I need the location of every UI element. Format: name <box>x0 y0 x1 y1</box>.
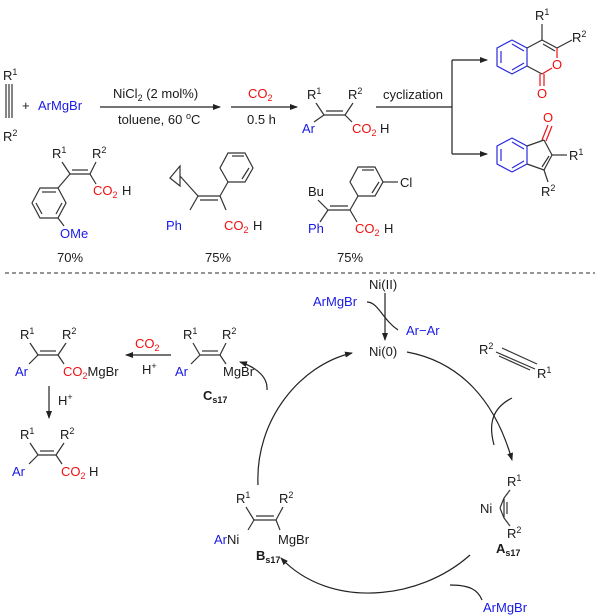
example-3: Bu Ph CO2 H Cl 75% <box>308 166 412 265</box>
svg-text:R2: R2 <box>62 326 76 342</box>
indenone-product: O R1 R2 <box>496 110 583 199</box>
step2-time: 0.5 h <box>247 112 276 127</box>
svg-text:R2: R2 <box>92 145 106 161</box>
example-1: R1 R2 CO2 H OMe 70% <box>31 145 131 265</box>
alkyne-reactant: R1 R2 <box>3 67 17 144</box>
carboxylate-salt: R1 R2 Ar CO2MgBr <box>15 326 119 381</box>
alkyne-substrate: R2 R1 <box>479 341 551 381</box>
svg-text:R2: R2 <box>222 326 236 342</box>
svg-text:Bs17: Bs17 <box>256 548 280 565</box>
svg-text:Ar: Ar <box>302 121 316 136</box>
svg-text:H+: H+ <box>142 361 157 377</box>
svg-text:Ar: Ar <box>12 464 26 479</box>
svg-text:CO2: CO2 <box>355 221 380 238</box>
svg-text:Bu: Bu <box>308 184 324 199</box>
svg-text:OMe: OMe <box>60 226 88 241</box>
cyclization-label: cyclization <box>383 87 443 102</box>
svg-text:R1: R1 <box>537 365 551 381</box>
alkyne-r2-label: R2 <box>3 128 17 144</box>
svg-text:R2: R2 <box>348 86 362 102</box>
svg-text:MgBr: MgBr <box>223 364 255 379</box>
svg-text:H: H <box>253 218 262 233</box>
step1-catalyst: NiCl2 (2 mol%) <box>113 86 198 103</box>
svg-text:CO2: CO2 <box>352 121 377 138</box>
example-2: Ph CO2 H 75% <box>166 152 262 265</box>
svg-text:R2: R2 <box>507 525 521 541</box>
svg-text:R2: R2 <box>541 183 555 199</box>
acrylic-acid-product: R1 R2 Ar CO2 H <box>302 86 389 138</box>
svg-text:R2: R2 <box>479 341 493 357</box>
svg-text:R1: R1 <box>52 145 66 161</box>
svg-text:CO2MgBr: CO2MgBr <box>63 364 119 381</box>
svg-text:Ar: Ar <box>175 364 189 379</box>
svg-text:R1: R1 <box>236 490 250 506</box>
svg-text:R1: R1 <box>20 326 34 342</box>
grignard-reagent: ArMgBr <box>38 98 83 113</box>
svg-text:H: H <box>384 221 393 236</box>
svg-text:H: H <box>89 464 98 479</box>
svg-text:R1: R1 <box>307 86 321 102</box>
protonation-label: H+ <box>58 392 73 408</box>
svg-text:O: O <box>552 57 562 72</box>
svg-text:R1: R1 <box>535 7 549 23</box>
alkyne-r1-label: R1 <box>3 67 17 83</box>
svg-text:R1: R1 <box>20 426 34 442</box>
isocoumarin-product: R1 R2 O O <box>496 7 586 101</box>
svg-text:CO2: CO2 <box>93 183 118 200</box>
svg-text:Cs17: Cs17 <box>203 388 227 405</box>
grignard-reductant: ArMgBr <box>313 294 358 309</box>
final-acid: R1 R2 Ar CO2 H <box>12 426 98 481</box>
intermediate-C: R1 R2 Ar MgBr Cs17 <box>175 326 255 405</box>
co2-reagent: CO2 <box>135 336 160 353</box>
svg-text:R1: R1 <box>569 147 583 163</box>
svg-text:H: H <box>122 183 131 198</box>
svg-text:Cl: Cl <box>400 175 412 190</box>
grignard-transmetalation: ArMgBr <box>483 600 528 615</box>
svg-text:ArNi: ArNi <box>214 532 239 547</box>
svg-text:O: O <box>543 110 553 125</box>
step1-conditions: toluene, 60 oC <box>118 111 200 127</box>
svg-text:Ph: Ph <box>166 218 182 233</box>
svg-text:75%: 75% <box>337 250 363 265</box>
svg-text:R2: R2 <box>279 490 293 506</box>
svg-text:CO2: CO2 <box>224 218 249 235</box>
plus-sign: + <box>22 98 30 113</box>
svg-text:Ph: Ph <box>308 221 324 236</box>
svg-text:As17: As17 <box>496 541 520 558</box>
svg-text:MgBr: MgBr <box>278 532 310 547</box>
intermediate-A: R1 Ni R2 As17 <box>480 473 521 558</box>
svg-text:R2: R2 <box>572 29 586 45</box>
svg-text:Ar: Ar <box>15 364 29 379</box>
yield-label: 70% <box>57 250 83 265</box>
svg-text:R1: R1 <box>507 473 521 489</box>
svg-text:H: H <box>380 121 389 136</box>
svg-text:Ni: Ni <box>480 501 492 516</box>
svg-text:75%: 75% <box>205 250 231 265</box>
ni0-label: Ni(0) <box>369 344 397 359</box>
svg-text:R2: R2 <box>60 426 74 442</box>
intermediate-B: R1 R2 ArNi MgBr Bs17 <box>214 490 310 565</box>
svg-text:R1: R1 <box>183 326 197 342</box>
svg-text:O: O <box>537 86 547 101</box>
ni2-label: Ni(II) <box>369 277 397 292</box>
biaryl-byproduct: Ar−Ar <box>406 323 440 338</box>
svg-text:CO2: CO2 <box>61 464 86 481</box>
step2-co2: CO2 <box>248 86 273 103</box>
